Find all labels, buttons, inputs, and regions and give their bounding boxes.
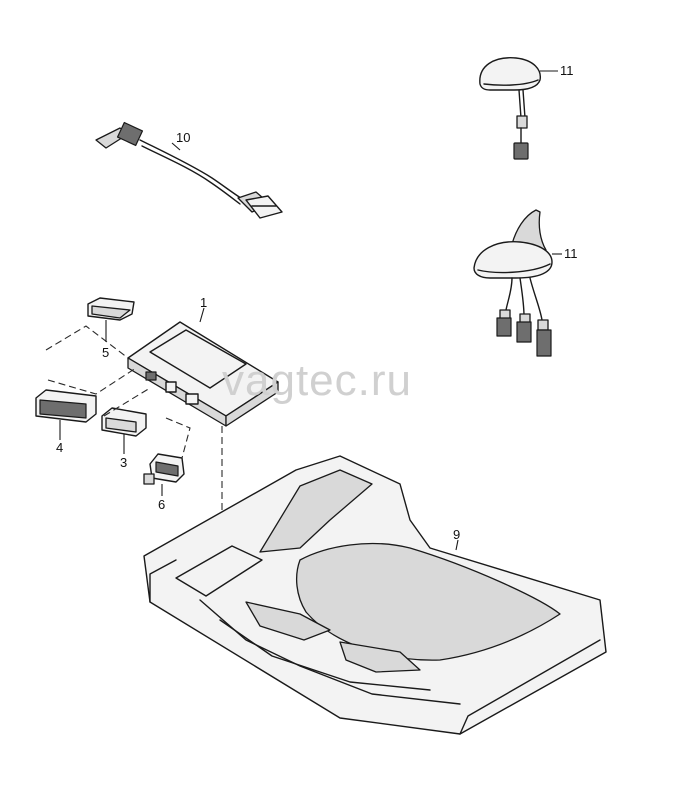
watermark-text: vagtec.ru bbox=[222, 356, 412, 405]
callout-11-top: 11 bbox=[560, 63, 574, 78]
callout-6: 6 bbox=[158, 497, 166, 512]
control-unit-part-1 bbox=[127, 307, 279, 427]
callout-11-bottom: 11 bbox=[564, 246, 578, 261]
callout-4: 4 bbox=[56, 440, 64, 455]
socket-connector-part-6 bbox=[143, 453, 185, 496]
callout-10: 10 bbox=[176, 130, 191, 145]
connector-housing-part-5 bbox=[87, 297, 135, 342]
callout-3: 3 bbox=[120, 455, 128, 470]
roof-antenna-dome-part bbox=[479, 57, 558, 160]
shark-fin-antenna-part bbox=[473, 209, 562, 357]
switch-panel-part-4 bbox=[35, 389, 97, 440]
callout-5: 5 bbox=[102, 345, 110, 360]
antenna-cable-part bbox=[95, 121, 283, 219]
callout-9: 9 bbox=[453, 527, 461, 542]
callout-1: 1 bbox=[200, 295, 208, 310]
plug-connector-part-3 bbox=[101, 407, 147, 454]
floor-tray-part-9 bbox=[143, 455, 607, 735]
